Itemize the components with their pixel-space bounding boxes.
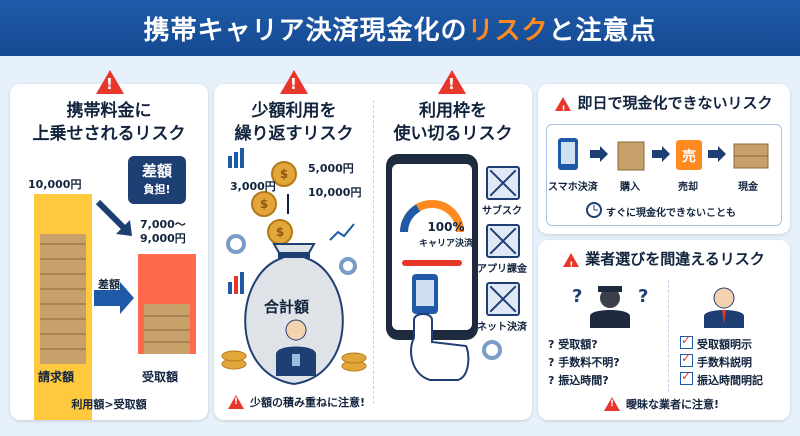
bill-stack-illustration <box>34 194 196 420</box>
blocked-item-label: サブスク <box>482 206 522 217</box>
money-bag-illustration: $ $ $ <box>221 148 367 386</box>
person-with-phone-icon <box>276 319 316 376</box>
vendor-illustration: ? ? <box>572 286 744 328</box>
gauge-label: キャリア決済 <box>418 239 473 249</box>
svg-text:?: ? <box>572 286 582 307</box>
flow-step-label: 購入 <box>620 182 640 193</box>
card1-footer: 利用額>受取額 <box>71 398 147 411</box>
pointing-hand-icon <box>410 313 470 381</box>
coin-label-10000: 10,000円 <box>308 186 362 199</box>
received-amount: 7,000〜 9,000円 <box>140 218 186 245</box>
flow-step-label: 売却 <box>678 182 698 193</box>
svg-text:?: ? <box>638 286 648 307</box>
card2-footer: 少額の積み重ねに注意! <box>228 394 365 410</box>
card-bill-surcharge: 携帯料金に 上乗せされるリスク 10,000円 差額 負担! 7,000〜 9,… <box>10 70 208 420</box>
shady-vendor-icon: ? ? <box>572 286 648 328</box>
shopping-bag-icon <box>617 141 645 171</box>
sell-char: 売 <box>682 149 696 165</box>
blocked-item-label: アプリ課金 <box>477 264 527 275</box>
coin-icon: $ <box>271 161 297 187</box>
arrow-icon <box>652 146 670 162</box>
arrow-icon <box>590 146 608 162</box>
gear-icon <box>482 340 502 360</box>
checkbox-icon <box>680 369 693 385</box>
card1-title: 携帯料金に 上乗せされるリスク <box>32 101 186 144</box>
warning-icon <box>280 70 308 94</box>
blocked-app-purchase-icon <box>486 224 520 258</box>
difference-badge: 差額 負担! <box>128 156 186 204</box>
warning-icon <box>96 70 124 94</box>
clear-item: 手数料説明 <box>680 351 752 370</box>
card-small-repeated: 少額利用を 繰り返すリスク $ $ $ 3,000円 5,000円 10,000… <box>214 70 532 420</box>
svg-text:$: $ <box>260 197 268 211</box>
card-not-same-day: 即日で現金化できないリスク 売 スマホ決済 購入 売却 現金 すぐに現金化できな… <box>538 84 790 234</box>
received-label: 受取額 <box>142 370 179 384</box>
trustworthy-vendor-icon <box>704 287 744 328</box>
unclear-item: ? 受取額? <box>548 338 598 351</box>
card5-title: 業者選びを間違えるリスク <box>538 248 790 278</box>
unclear-item: ? 振込時間? <box>548 374 609 387</box>
phone-cart-icon <box>412 274 438 314</box>
coin-label-3000: 3,000円 <box>230 180 276 193</box>
coin-icon: $ <box>251 191 277 217</box>
checkbox-icon <box>680 351 693 367</box>
billed-amount: 10,000円 <box>28 178 82 191</box>
card-divider <box>373 100 374 404</box>
page-title: 携帯キャリア決済現金化のリスクと注意点 <box>143 15 657 46</box>
money-bag-icon <box>244 243 344 386</box>
gauge-value: 100% <box>427 220 465 234</box>
blocked-subscription-icon <box>486 166 520 200</box>
clear-item: 振込時間明記 <box>680 369 763 388</box>
card-wrong-vendor: 業者選びを間違えるリスク ? ? ? 受取額? ? 手数料不明? ? 振込時間?… <box>538 240 790 420</box>
clear-item: 受取額明示 <box>680 333 752 352</box>
blocked-item-label: ネット決済 <box>477 322 527 333</box>
card4-note: すぐに現金化できないことも <box>606 208 736 219</box>
coin-label-5000: 5,000円 <box>308 162 354 175</box>
gear-icon <box>226 234 246 254</box>
cash-icon <box>733 143 769 169</box>
trend-icon <box>329 223 355 241</box>
phone-gauge-illustration <box>386 154 502 381</box>
card2-title: 少額利用を 繰り返すリスク <box>234 101 354 144</box>
gear-icon <box>339 257 357 275</box>
arrow-icon <box>708 146 726 162</box>
warning-icon <box>563 252 580 278</box>
warning-icon <box>438 70 466 94</box>
flow-illustration <box>558 138 769 218</box>
difference-label: 差額 <box>98 278 120 291</box>
title-banner: 携帯キャリア決済現金化のリスクと注意点 <box>0 0 800 56</box>
coin-pile-icon <box>221 350 367 372</box>
flow-box <box>546 124 782 226</box>
bag-total-label: 合計額 <box>264 298 310 316</box>
card3-title: 利用枠を 使い切るリスク <box>393 101 513 144</box>
chart-bar-icon <box>228 272 244 294</box>
clock-icon <box>586 202 602 218</box>
unclear-item: ? 手数料不明? <box>548 356 620 369</box>
blocked-net-payment-icon <box>486 282 520 316</box>
flow-step-label: 現金 <box>738 182 758 193</box>
billed-label: 請求額 <box>38 370 75 384</box>
card4-title: 即日で現金化できないリスク <box>538 92 790 122</box>
cash-stack-tall-icon <box>40 234 86 364</box>
svg-text:$: $ <box>280 167 288 181</box>
smartphone-icon <box>558 138 578 170</box>
svg-text:$: $ <box>276 225 284 239</box>
cash-stack-short-icon <box>144 304 190 354</box>
warning-icon <box>555 96 572 122</box>
checkbox-icon <box>680 333 693 349</box>
card-divider <box>668 280 669 392</box>
warning-icon <box>604 397 620 411</box>
right-arrow-icon <box>94 282 134 314</box>
card5-footer: 曖昧な業者に注意! <box>604 396 719 412</box>
sell-tag-icon <box>676 140 702 170</box>
flow-step-label: スマホ決済 <box>548 182 598 193</box>
chart-up-icon <box>228 148 244 168</box>
warning-icon <box>228 395 244 409</box>
coin-icon: $ <box>267 219 293 245</box>
